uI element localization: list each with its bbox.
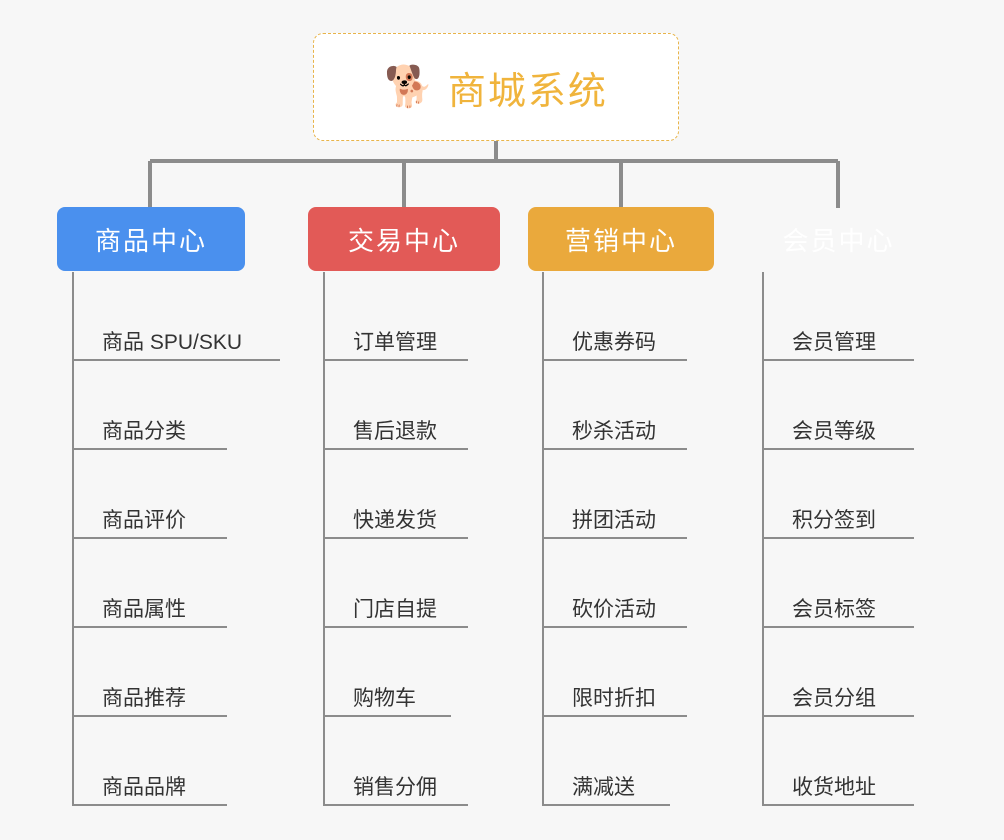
list-item[interactable]: 商品 SPU/SKU <box>72 272 280 361</box>
list-item[interactable]: 订单管理 <box>323 272 468 361</box>
list-item-label: 收货地址 <box>792 775 876 799</box>
shiba-dog-face-icon: 🐕 <box>384 65 434 109</box>
list-item-label: 会员标签 <box>792 597 876 621</box>
list-item[interactable]: 会员分组 <box>762 628 914 717</box>
list-item-label: 满减送 <box>572 775 635 799</box>
list-item[interactable]: 会员等级 <box>762 361 914 450</box>
list-item[interactable]: 满减送 <box>542 717 670 806</box>
list-item-label: 商品分类 <box>102 419 186 443</box>
branch-column-3: 优惠券码 秒杀活动 拼团活动 砍价活动 限时折扣 满减送 <box>542 272 687 806</box>
list-item-label: 秒杀活动 <box>572 419 656 443</box>
list-item-label: 砍价活动 <box>572 597 656 621</box>
list-item-label: 优惠券码 <box>572 330 656 354</box>
branch-column-2: 订单管理 售后退款 快递发货 门店自提 购物车 销售分佣 <box>323 272 468 806</box>
list-item-label: 订单管理 <box>353 330 437 354</box>
list-item[interactable]: 商品品牌 <box>72 717 227 806</box>
list-item-label: 商品推荐 <box>102 686 186 710</box>
list-item-label: 会员分组 <box>792 686 876 710</box>
branch-column-4: 会员管理 会员等级 积分签到 会员标签 会员分组 收货地址 <box>762 272 914 806</box>
list-item[interactable]: 销售分佣 <box>323 717 468 806</box>
list-item[interactable]: 积分签到 <box>762 450 914 539</box>
category-label: 营销中心 <box>564 225 677 256</box>
list-item-label: 商品评价 <box>102 508 186 532</box>
branch-column-1: 商品 SPU/SKU 商品分类 商品评价 商品属性 商品推荐 商品品牌 <box>72 272 280 806</box>
list-item[interactable]: 会员标签 <box>762 539 914 628</box>
list-item[interactable]: 商品推荐 <box>72 628 227 717</box>
list-item-label: 商品 SPU/SKU <box>102 330 243 354</box>
list-item-label: 售后退款 <box>353 419 437 443</box>
category-box-4[interactable]: 会员中心 <box>745 207 932 271</box>
list-item[interactable]: 商品评价 <box>72 450 227 539</box>
list-item[interactable]: 砍价活动 <box>542 539 687 628</box>
category-label: 会员中心 <box>782 225 895 256</box>
list-item-label: 会员等级 <box>792 419 876 443</box>
list-item[interactable]: 门店自提 <box>323 539 468 628</box>
list-item-label: 购物车 <box>353 686 416 710</box>
category-box-2[interactable]: 交易中心 <box>308 207 500 271</box>
list-item[interactable]: 限时折扣 <box>542 628 687 717</box>
root-node-title: 商城系统 <box>447 70 608 113</box>
list-item-label: 销售分佣 <box>353 775 437 799</box>
list-item-label: 门店自提 <box>353 597 437 621</box>
list-item[interactable]: 优惠券码 <box>542 272 687 361</box>
category-label: 交易中心 <box>347 225 460 256</box>
list-item-label: 限时折扣 <box>572 686 656 710</box>
list-item-label: 会员管理 <box>792 330 876 354</box>
list-item-label: 快递发货 <box>353 508 437 532</box>
list-item[interactable]: 收货地址 <box>762 717 914 806</box>
list-item-label: 拼团活动 <box>572 508 656 532</box>
category-box-3[interactable]: 营销中心 <box>528 207 714 271</box>
list-item[interactable]: 快递发货 <box>323 450 468 539</box>
category-box-1[interactable]: 商品中心 <box>57 207 245 271</box>
category-label: 商品中心 <box>94 225 207 256</box>
list-item-label: 积分签到 <box>792 508 876 532</box>
list-item[interactable]: 会员管理 <box>762 272 914 361</box>
root-node-card[interactable]: 🐕 商城系统 <box>313 33 679 141</box>
list-item[interactable]: 商品属性 <box>72 539 227 628</box>
list-item[interactable]: 拼团活动 <box>542 450 687 539</box>
list-item[interactable]: 售后退款 <box>323 361 468 450</box>
list-item[interactable]: 秒杀活动 <box>542 361 687 450</box>
list-item-label: 商品属性 <box>102 597 186 621</box>
list-item[interactable]: 商品分类 <box>72 361 227 450</box>
list-item-label: 商品品牌 <box>102 775 186 799</box>
list-item[interactable]: 购物车 <box>323 628 451 717</box>
